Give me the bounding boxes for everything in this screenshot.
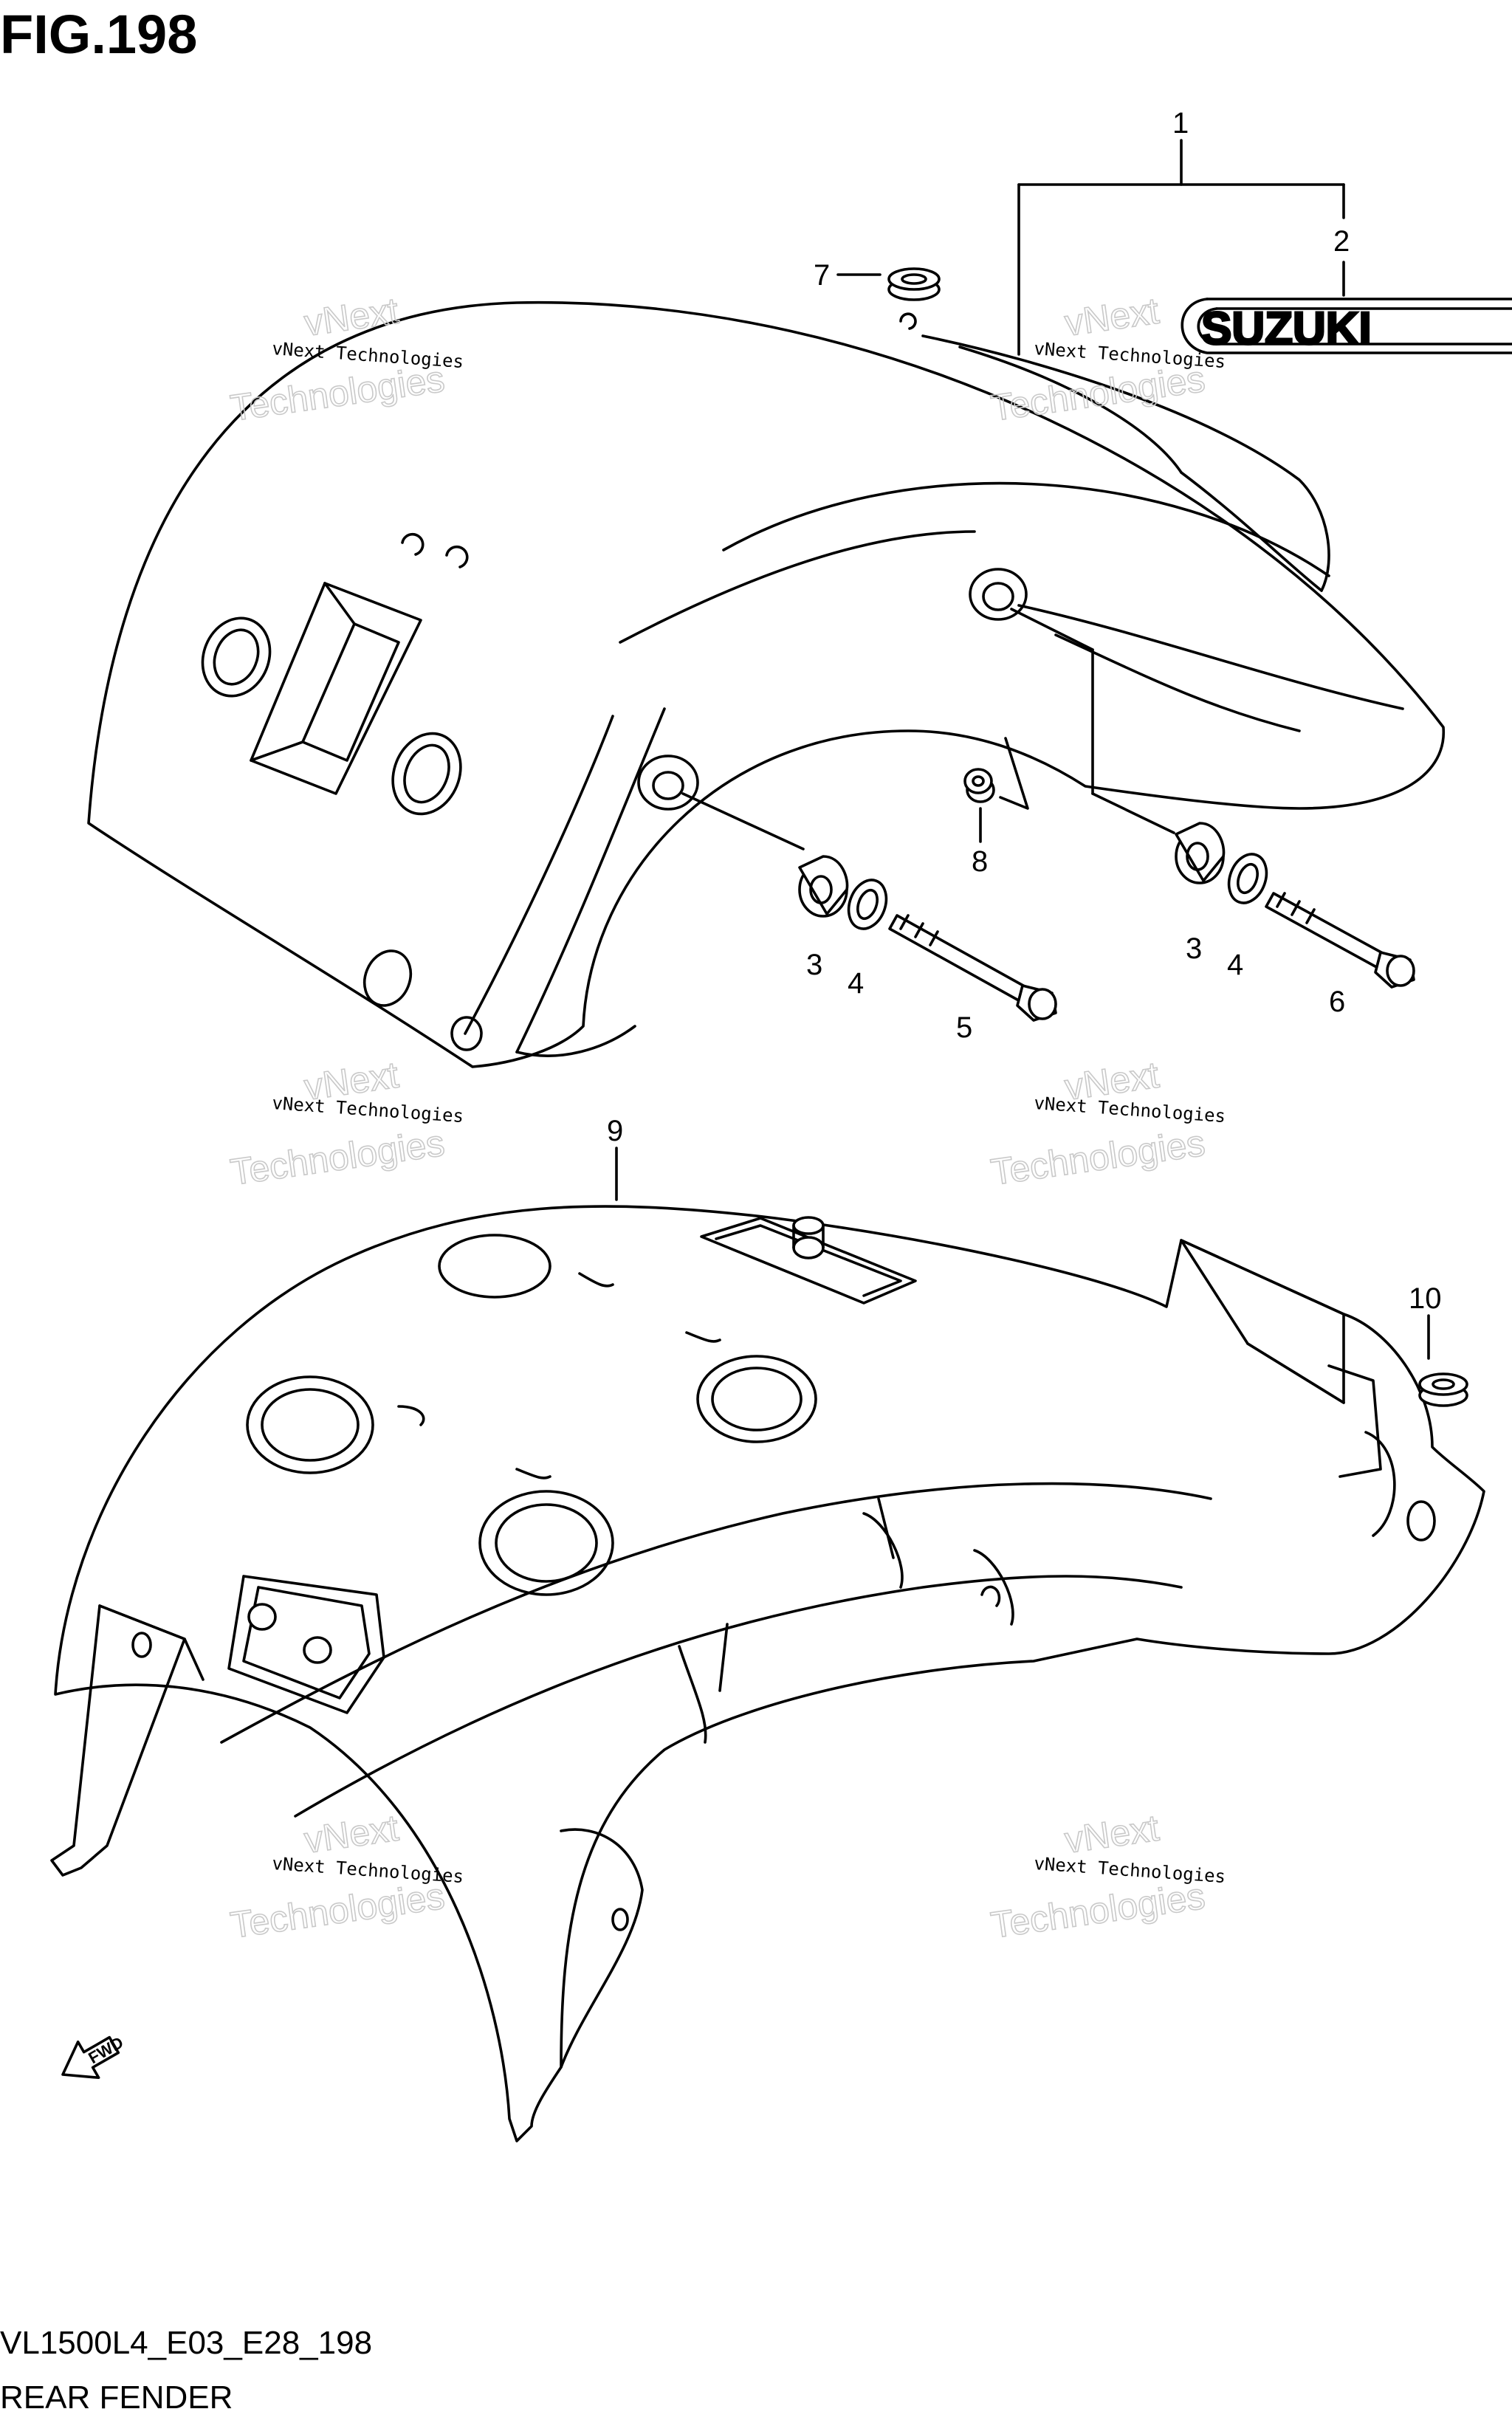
rear-fender-lower [50, 1205, 1485, 2142]
callout-3-left: 3 [806, 949, 822, 981]
callout-9: 9 [607, 1115, 623, 1147]
svg-text:vNext Technologies: vNext Technologies [272, 1853, 464, 1887]
part-3-spacer-left [798, 855, 849, 918]
figure-code: VL1500L4_E03_E28_198 [0, 2325, 372, 2361]
watermark-bottom-left: vNext Technologies vNext Technologies [227, 1807, 464, 1947]
part-8-nut [963, 737, 1029, 843]
callout-2: 2 [1333, 225, 1350, 258]
svg-text:Technologies: Technologies [989, 1875, 1208, 1946]
watermark-mid-right: vNext Technologies vNext Technologies [988, 1054, 1226, 1194]
part-4-washer-left [847, 879, 888, 930]
callout-10: 10 [1409, 1282, 1442, 1315]
callout-4-left: 4 [848, 967, 864, 1000]
svg-text:Technologies: Technologies [228, 1122, 447, 1193]
svg-text:vNext: vNext [1062, 1807, 1161, 1861]
suzuki-emblem-text: SUZUKI [1201, 303, 1372, 354]
svg-text:vNext: vNext [302, 290, 401, 344]
callout-1: 1 [1172, 107, 1189, 140]
callout-7: 7 [814, 259, 830, 292]
callout-3-right: 3 [1186, 932, 1202, 965]
svg-text:vNext: vNext [1062, 290, 1161, 344]
leader-lines-upper [681, 608, 1175, 850]
watermark-bottom-right: vNext Technologies vNext Technologies [988, 1807, 1226, 1947]
part-3-spacer-right [1175, 822, 1226, 884]
svg-text:vNext Technologies: vNext Technologies [1034, 338, 1226, 372]
svg-text:Technologies: Technologies [228, 1875, 447, 1946]
watermark-mid-left: vNext Technologies vNext Technologies [227, 1054, 464, 1194]
callout-5: 5 [956, 1011, 972, 1044]
suzuki-emblem: SUZUKI [1181, 298, 1512, 356]
part-4-washer-right [1227, 853, 1268, 904]
svg-text:vNext Technologies: vNext Technologies [272, 338, 464, 372]
figure-title: FIG.198 [0, 4, 197, 65]
rear-fender-upper [87, 300, 1446, 1068]
callout-6: 6 [1329, 986, 1345, 1018]
svg-text:vNext Technologies: vNext Technologies [1034, 1853, 1226, 1887]
fwd-arrow-icon: FWD [61, 2033, 126, 2080]
part-5-bolt [888, 914, 1057, 1022]
svg-text:Technologies: Technologies [989, 1122, 1208, 1193]
svg-text:vNext: vNext [302, 1807, 401, 1861]
part-10-grommet [1418, 1314, 1468, 1407]
callout-4-right: 4 [1227, 949, 1243, 981]
part-6-bolt [1265, 892, 1415, 989]
callout-bracket-1-2 [1017, 139, 1345, 356]
figure-caption: REAR FENDER [0, 2379, 233, 2416]
part-7-grommet [836, 267, 941, 301]
watermark-top-left: vNext Technologies vNext Technologies [227, 289, 464, 430]
callout-8: 8 [972, 845, 988, 878]
